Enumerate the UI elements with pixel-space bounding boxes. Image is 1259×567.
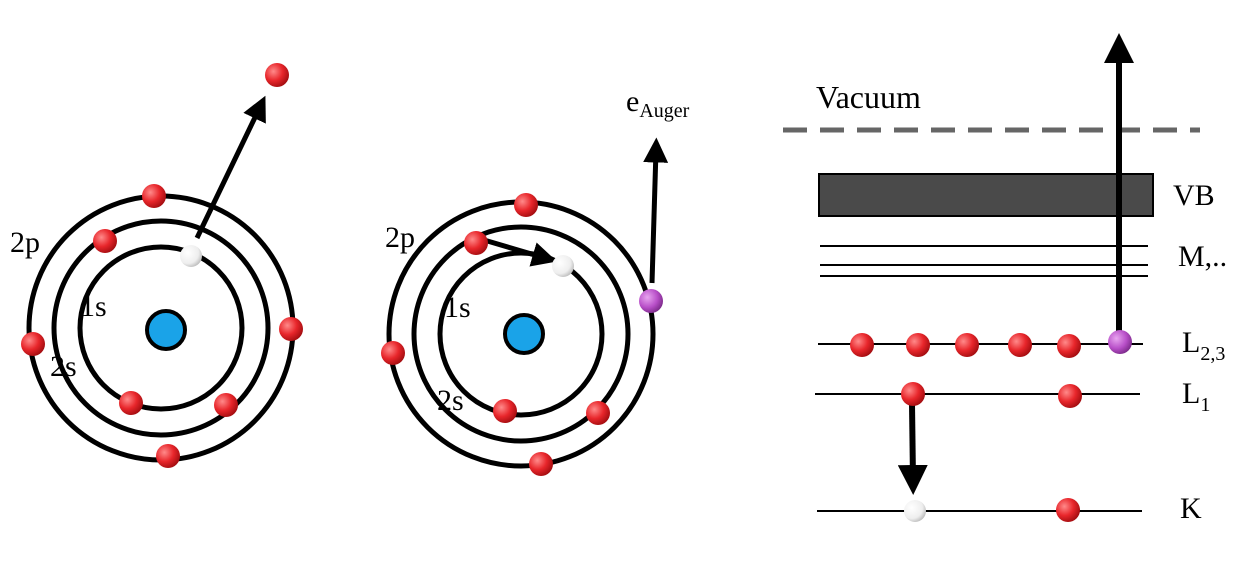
- l1-label: L1: [1182, 377, 1210, 416]
- label-1s: 1s: [80, 290, 107, 323]
- nucleus: [145, 309, 187, 351]
- shell-2s: [51, 218, 271, 438]
- electron: [1058, 384, 1082, 408]
- relaxation-arrow: [483, 237, 557, 267]
- label-2s: 2s: [437, 384, 464, 417]
- ejected-electron: [265, 63, 289, 87]
- electron: [901, 382, 925, 406]
- electron: [142, 184, 166, 208]
- middle-atom: 2p 1s 2s eAuger: [381, 85, 690, 476]
- vacuum-label: Vacuum: [816, 79, 921, 115]
- electron: [586, 401, 610, 425]
- auger-subscript: Auger: [639, 100, 689, 122]
- energy-level-diagram: Vacuum VB M,.. L2,3 L1 K: [783, 33, 1227, 525]
- l1-sub: 1: [1200, 394, 1210, 416]
- electron: [1056, 498, 1080, 522]
- electron: [279, 317, 303, 341]
- nucleus: [503, 313, 545, 355]
- l23-label: L2,3: [1182, 326, 1225, 365]
- m-label: M,..: [1178, 240, 1227, 273]
- core-hole: [180, 245, 202, 267]
- electron: [156, 444, 180, 468]
- left-atom: 2p 1s 2s: [10, 63, 303, 468]
- electron: [529, 452, 553, 476]
- core-hole: [904, 500, 926, 522]
- electron: [93, 229, 117, 253]
- auger-electron-label: eAuger: [626, 85, 690, 122]
- vb-label: VB: [1173, 179, 1215, 212]
- auger-emission-arrow: [643, 137, 669, 284]
- electron: [464, 231, 488, 255]
- electron: [21, 332, 45, 356]
- electron: [1008, 333, 1032, 357]
- l1-main: L: [1182, 377, 1200, 410]
- electron: [381, 341, 405, 365]
- auger-symbol: e: [626, 85, 639, 118]
- core-hole: [552, 255, 574, 277]
- k-label: K: [1180, 492, 1202, 525]
- l23-sub: 2,3: [1200, 343, 1225, 365]
- label-2s: 2s: [50, 350, 77, 383]
- shell-2s: [411, 224, 631, 444]
- shell-1s: [77, 244, 245, 412]
- electron: [493, 399, 517, 423]
- l23-main: L: [1182, 326, 1200, 359]
- photoelectron-arrow: [194, 95, 266, 240]
- electron: [1057, 334, 1081, 358]
- label-1s: 1s: [444, 291, 471, 324]
- electron: [906, 333, 930, 357]
- label-2p: 2p: [385, 221, 415, 254]
- auger-electron: [1108, 330, 1132, 354]
- l1-to-k-transition-arrow: [897, 403, 928, 495]
- electron: [514, 193, 538, 217]
- electron: [955, 333, 979, 357]
- valence-band: [818, 173, 1154, 217]
- electron: [850, 333, 874, 357]
- label-2p: 2p: [10, 226, 40, 259]
- electron: [214, 393, 238, 417]
- electron: [119, 391, 143, 415]
- auger-electron: [639, 289, 663, 313]
